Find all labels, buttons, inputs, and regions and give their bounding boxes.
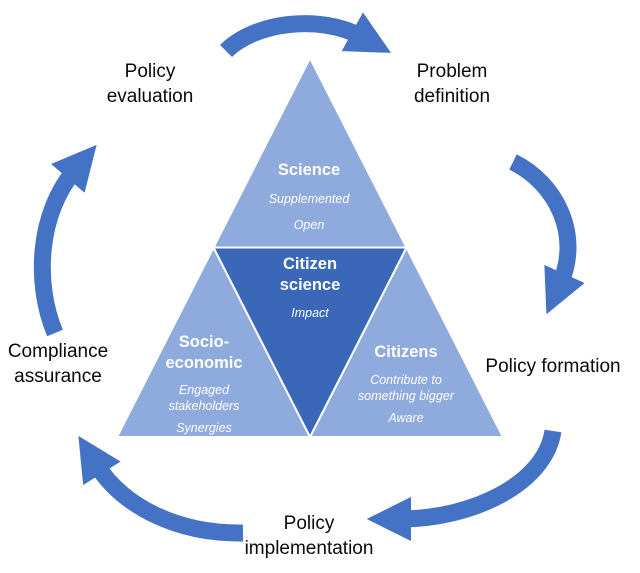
arrow-bottom-left-up (78, 435, 244, 542)
science-item: Supplemented (268, 191, 350, 206)
label-policy-implementation: Policy implementation (244, 513, 374, 559)
citizen-science-triangle (211, 246, 409, 440)
citizens-item: Aware (388, 410, 424, 425)
arrow-right-down (508, 154, 585, 315)
science-title: Science (277, 161, 341, 179)
citizens-item: Contribute to something bigger (358, 372, 454, 403)
citizens-label-block: Citizens Contribute to something bigger … (358, 342, 454, 426)
citizen-science-label-block: Citizen science Impact (270, 254, 350, 321)
arrow-left-up (33, 144, 97, 337)
citizen-science-item: Impact (291, 306, 329, 321)
label-policy-evaluation: Policy evaluation (106, 61, 194, 107)
science-label-block: Science Supplemented Open (234, 160, 384, 233)
label-policy-formation: Policy formation (485, 356, 621, 377)
science-item: Open (293, 217, 325, 232)
label-compliance-assurance: Compliance assurance (7, 341, 109, 387)
socio-economic-item: Engaged stakeholders (168, 383, 240, 414)
citizens-title: Citizens (374, 343, 438, 361)
citizen-science-title: Citizen science (279, 255, 341, 294)
arrow-top-clockwise (219, 12, 392, 58)
socio-economic-title: Socio-economic (165, 333, 243, 372)
socio-economic-label-block: Socio-economic Engaged stakeholders Syne… (154, 332, 254, 436)
label-problem-definition: Problem definition (413, 61, 491, 107)
arrow-bottom-right-left (366, 429, 562, 542)
socio-economic-item: Synergies (176, 421, 232, 436)
